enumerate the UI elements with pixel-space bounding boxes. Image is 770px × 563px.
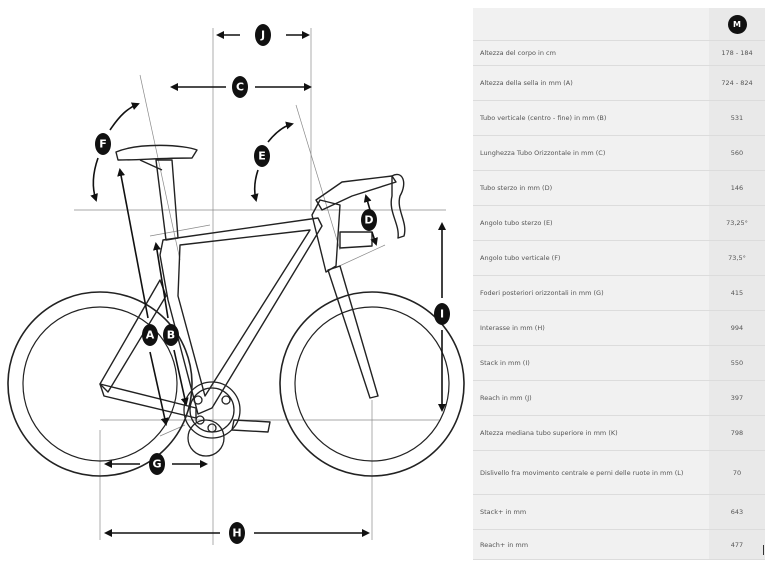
row-label: Altezza mediana tubo superiore in mm (K) xyxy=(473,415,709,451)
row-value: 397 xyxy=(709,380,765,416)
label-B: B xyxy=(163,324,179,346)
table-row: Altezza della sella in mm (A) 724 - 824 xyxy=(473,65,765,101)
table-row: Stack+ in mm 643 xyxy=(473,494,765,530)
table-header-blank xyxy=(473,8,709,41)
bb-bolt-2 xyxy=(221,395,231,405)
row-value: 724 - 824 xyxy=(709,65,765,101)
row-value: 560 xyxy=(709,135,765,171)
row-label: Reach in mm (J) xyxy=(473,380,709,416)
row-label: Angolo tubo sterzo (E) xyxy=(473,205,709,241)
table-header-row: M xyxy=(473,8,765,41)
table-row: Reach in mm (J) 397 xyxy=(473,380,765,416)
svg-text:E: E xyxy=(258,150,266,163)
label-F: F xyxy=(95,133,111,155)
svg-text:J: J xyxy=(260,29,265,42)
front-wheel-tire xyxy=(279,291,465,477)
row-value: 798 xyxy=(709,415,765,451)
dimension-arrows xyxy=(90,31,446,537)
chainring xyxy=(183,381,241,439)
svg-text:F: F xyxy=(99,138,107,151)
table-row: Dislivello fra movimento centrale e pern… xyxy=(473,450,765,495)
row-value: 73,25° xyxy=(709,205,765,241)
row-label: Foderi posteriori orizzontali in mm (G) xyxy=(473,275,709,311)
reference-lines xyxy=(74,28,446,545)
wheels xyxy=(7,291,465,477)
svg-text:C: C xyxy=(236,81,244,94)
label-D: D xyxy=(361,209,377,231)
table-row: Angolo tubo sterzo (E) 73,25° xyxy=(473,205,765,241)
row-value: 531 xyxy=(709,100,765,136)
label-G: G xyxy=(149,453,165,475)
row-label: Tubo verticale (centro - fine) in mm (B) xyxy=(473,100,709,136)
label-J: J xyxy=(255,24,271,46)
table-row: Foderi posteriori orizzontali in mm (G) … xyxy=(473,275,765,311)
svg-text:A: A xyxy=(146,329,155,342)
table-row: Stack in mm (I) 550 xyxy=(473,345,765,381)
row-label: Lunghezza Tubo Orizzontale in mm (C) xyxy=(473,135,709,171)
svg-text:B: B xyxy=(167,329,175,342)
svg-text:D: D xyxy=(364,214,373,227)
svg-text:I: I xyxy=(440,308,444,321)
row-value: 178 - 184 xyxy=(709,40,765,66)
table-row: Angolo tubo verticale (F) 73,5° xyxy=(473,240,765,276)
row-value: 994 xyxy=(709,310,765,346)
table-row: Interasse in mm (H) 994 xyxy=(473,310,765,346)
front-wheel-rim xyxy=(294,306,450,462)
table-row: Tubo sterzo in mm (D) 146 xyxy=(473,170,765,206)
table-row: Tubo verticale (centro - fine) in mm (B)… xyxy=(473,100,765,136)
bb-bolt-1 xyxy=(193,395,203,405)
row-value: 73,5° xyxy=(709,240,765,276)
row-value: 415 xyxy=(709,275,765,311)
bike-frame xyxy=(99,144,406,433)
row-label: Dislivello fra movimento centrale e pern… xyxy=(473,450,709,495)
size-badge-M: M xyxy=(727,14,747,34)
bb-bolt-4 xyxy=(195,415,205,425)
svg-text:G: G xyxy=(152,458,161,471)
row-label: Stack+ in mm xyxy=(473,494,709,530)
row-label: Angolo tubo verticale (F) xyxy=(473,240,709,276)
row-value: 70 xyxy=(709,450,765,495)
row-value: 477 xyxy=(709,529,765,560)
label-C: C xyxy=(232,76,248,98)
table-row: Reach+ in mm 477 xyxy=(473,529,765,560)
rear-wheel-rim xyxy=(22,306,178,462)
row-label: Altezza della sella in mm (A) xyxy=(473,65,709,101)
rear-wheel-tire xyxy=(7,291,193,477)
row-value: 146 xyxy=(709,170,765,206)
row-label: Reach+ in mm xyxy=(473,529,709,560)
label-H: H xyxy=(229,522,245,544)
bb-bolt-3 xyxy=(207,423,217,433)
size-header: M xyxy=(709,8,765,41)
label-E: E xyxy=(254,145,270,167)
corner-divider xyxy=(763,545,764,555)
row-label: Altezza del corpo in cm xyxy=(473,40,709,66)
label-I: I xyxy=(434,303,450,325)
bike-geometry-diagram: J C F E D I A B G H xyxy=(7,24,465,545)
row-value: 643 xyxy=(709,494,765,530)
geometry-table: M Altezza del corpo in cm 178 - 184 Alte… xyxy=(473,8,765,560)
crankset xyxy=(183,381,241,457)
svg-text:H: H xyxy=(232,527,241,540)
table-row: Altezza mediana tubo superiore in mm (K)… xyxy=(473,415,765,451)
cassette xyxy=(187,419,225,457)
row-label: Stack in mm (I) xyxy=(473,345,709,381)
table-row: Altezza del corpo in cm 178 - 184 xyxy=(473,40,765,66)
row-label: Tubo sterzo in mm (D) xyxy=(473,170,709,206)
table-row: Lunghezza Tubo Orizzontale in mm (C) 560 xyxy=(473,135,765,171)
row-value: 550 xyxy=(709,345,765,381)
row-label: Interasse in mm (H) xyxy=(473,310,709,346)
label-A: A xyxy=(142,324,158,346)
